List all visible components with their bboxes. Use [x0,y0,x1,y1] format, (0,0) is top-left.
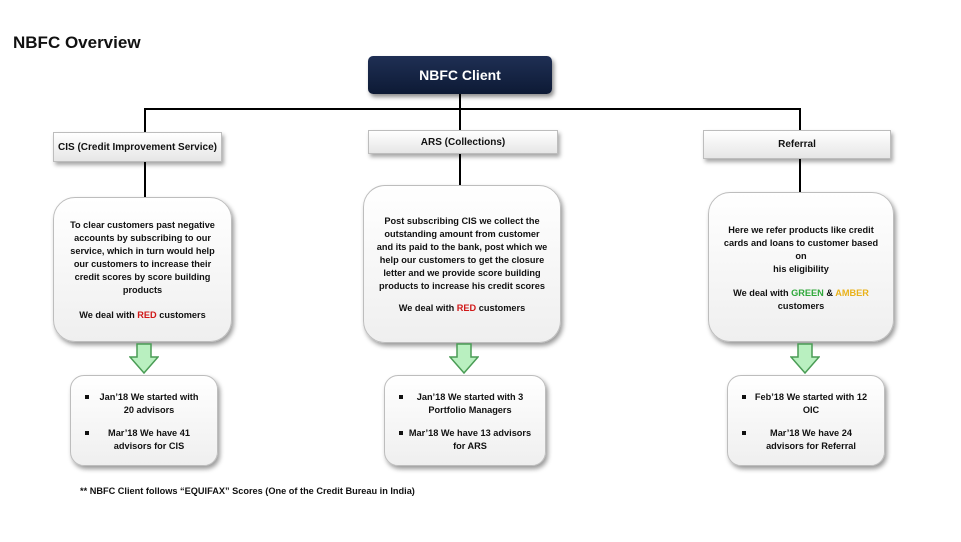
down-arrow-icon [129,343,159,375]
list-item: Mar’18 We have 24 advisors for Referral [728,427,884,453]
bullet-icon [742,395,746,399]
branch-cis-description: To clear customers past negative account… [53,197,232,342]
connector-to-ars [459,108,461,130]
list-item: Feb’18 We started with 12 OIC [728,391,884,417]
description-line: cards and loans to customer based on [723,238,879,261]
page-title: NBFC Overview [13,33,141,52]
connector-referral-desc [799,158,801,192]
description-line: Here we refer products like credit [728,225,874,235]
description-line: products [122,285,163,295]
list-item: Mar’18 We have 13 advisors for ARS [385,427,545,453]
branch-ars-label: ARS (Collections) [420,136,506,148]
root-node: NBFC Client [368,56,552,94]
branch-referral-stats: Feb’18 We started with 12 OIC Mar’18 We … [727,375,885,466]
bullet-icon [85,431,89,435]
branch-ars-stats: Jan’18 We started with 3 Portfolio Manag… [384,375,546,466]
bullet-icon [399,395,403,399]
branch-cis-stats: Jan’18 We started with 20 advisors Mar’1… [70,375,218,466]
branch-ars-description: Post subscribing CIS we collect the outs… [363,185,561,343]
list-item: Mar’18 We have 41 advisors for CIS [71,427,217,453]
description-line: service, which in turn would help [70,246,215,256]
branch-referral-box: Referral [703,130,891,159]
branch-referral-label: Referral [778,139,816,150]
description-line: help our customers to get the closure [379,255,545,265]
description-line: products to increase his credit scores [379,281,545,291]
branch-cis-box: CIS (Credit Improvement Service) [53,132,222,162]
connector-ars-desc [459,153,461,185]
bullet-icon [742,431,746,435]
description-line: outstanding amount from customer [384,229,540,239]
bullet-icon [399,431,403,435]
connector-to-cis [144,108,146,132]
description-line: Post subscribing CIS we collect the [384,216,540,226]
branch-ars-box: ARS (Collections) [368,130,558,154]
description-line: accounts by subscribing to our [74,233,211,243]
description-line: credit scores by score building [74,272,211,282]
description-line: and its paid to the bank, post which we [376,242,548,252]
footnote: ** NBFC Client follows “EQUIFAX” Scores … [80,486,415,496]
description-line: his eligibility [773,264,829,274]
connector-cis-desc [144,161,146,197]
list-item: Jan’18 We started with 3 Portfolio Manag… [385,391,545,417]
list-item: Jan’18 We started with 20 advisors [71,391,217,417]
connector-to-referral [799,108,801,130]
down-arrow-icon [449,343,479,375]
branch-cis-label: CIS (Credit Improvement Service) [58,141,217,153]
branch-referral-description: Here we refer products like credit cards… [708,192,894,342]
description-line: To clear customers past negative [70,220,215,230]
connector-horizontal [144,108,801,110]
description-line: our customers to increase their [73,259,212,269]
deal-line: We deal with RED customers [79,310,206,320]
root-node-label: NBFC Client [419,67,501,83]
description-line: letter and we provide score building [383,268,541,278]
down-arrow-icon [790,343,820,375]
connector-root-down [459,94,461,109]
deal-line: We deal with RED customers [398,303,526,313]
bullet-icon [85,395,89,399]
